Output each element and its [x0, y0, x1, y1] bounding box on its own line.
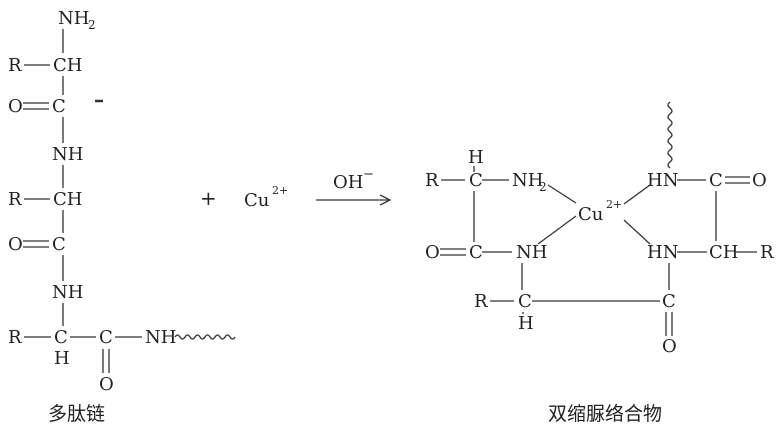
atom-label: NH: [512, 170, 543, 191]
coordination-bond: [537, 215, 577, 245]
copper-symbol: Cu: [244, 190, 269, 211]
arrow-condition: OH: [333, 172, 363, 193]
plus-sign: +: [200, 186, 217, 210]
atom-label: C: [99, 327, 113, 348]
copper-center: Cu: [578, 204, 603, 225]
chain-continuation-wavy-bond: [174, 334, 236, 340]
chain-continuation-wavy-bond: [667, 101, 673, 169]
atom-label: CH: [709, 242, 738, 263]
polypeptide-caption: 多肽链: [48, 403, 105, 425]
atom-label: O: [662, 336, 677, 357]
biuret-complex-caption: 双缩脲络合物: [548, 403, 662, 425]
copper-charge: 2+: [272, 184, 288, 197]
atom-label: O: [8, 234, 23, 255]
atom-label: R: [8, 189, 22, 210]
atom-label: R: [760, 242, 774, 263]
atom-label: C: [52, 234, 66, 255]
atom-label: O: [99, 374, 114, 395]
atom-subscript: 2: [539, 180, 547, 194]
atom-label: C: [518, 291, 532, 312]
atom-label: O: [425, 242, 440, 263]
copper-center-charge: 2+: [606, 198, 622, 211]
atom-label: H: [518, 313, 534, 334]
atom-label: C: [469, 170, 483, 191]
atom-label: C: [709, 170, 723, 191]
arrow-condition-superscript: −: [363, 167, 374, 182]
coordination-bond: [623, 219, 651, 245]
atom-label: C: [54, 327, 68, 348]
atom-label: R: [425, 170, 439, 191]
atom-label: R: [474, 291, 488, 312]
atom-label: O: [752, 170, 767, 191]
atom-subscript: 2: [88, 18, 96, 32]
atom-label: NH: [145, 327, 176, 348]
atom-label: C: [52, 96, 66, 117]
reaction-arrow: OH −: [316, 167, 392, 206]
atom-label: NH: [58, 8, 89, 29]
atom-label: HN: [647, 242, 678, 263]
atom-label: CH: [53, 189, 82, 210]
atom-label: O: [8, 96, 23, 117]
atom-label: H: [468, 147, 484, 168]
biuret-complex: H R C NH 2 O C NH R C H Cu 2+ HN C O HN …: [425, 101, 774, 357]
atom-label: R: [8, 327, 22, 348]
atom-label: NH: [52, 144, 83, 165]
atom-label: NH: [52, 282, 83, 303]
coordination-bond: [623, 184, 651, 205]
copper-ion: Cu 2+: [244, 184, 288, 211]
atom-label: C: [662, 291, 676, 312]
arrow-head: [379, 194, 392, 206]
atom-label: H: [54, 348, 70, 369]
polypeptide-chain: NH 2 R CH O C NH R CH O C NH R C H C NH …: [8, 8, 236, 395]
coordination-bond: [547, 184, 577, 204]
atom-label: R: [8, 55, 22, 76]
atom-label: HN: [647, 170, 678, 191]
atom-label: CH: [53, 55, 82, 76]
atom-label: C: [469, 242, 483, 263]
atom-label: NH: [516, 242, 547, 263]
